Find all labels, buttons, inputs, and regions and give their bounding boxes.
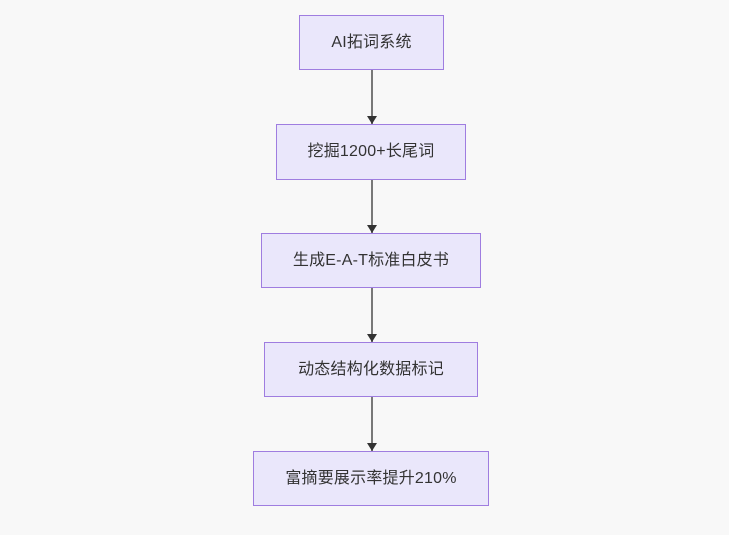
flow-node-eat-whitepaper[interactable]: 生成E-A-T标准白皮书	[261, 233, 481, 288]
flow-node-label: 动态结构化数据标记	[298, 360, 444, 378]
flow-node-longtail-mining[interactable]: 挖掘1200+长尾词	[276, 124, 466, 180]
flow-edge-line	[371, 397, 373, 451]
flow-edge-1-2	[367, 70, 377, 124]
arrowhead-icon	[367, 443, 377, 451]
flow-node-label: AI拓词系统	[331, 33, 412, 51]
flow-edge-line	[371, 180, 373, 233]
arrowhead-icon	[367, 225, 377, 233]
flow-edge-line	[371, 70, 373, 124]
flow-edge-2-3	[367, 180, 377, 233]
flow-node-ai-keyword-system[interactable]: AI拓词系统	[299, 15, 444, 70]
flow-node-label: 挖掘1200+长尾词	[307, 143, 435, 161]
flow-edge-4-5	[367, 397, 377, 451]
arrowhead-icon	[367, 334, 377, 342]
flow-edge-3-4	[367, 288, 377, 342]
flow-node-label: 富摘要展示率提升210%	[285, 469, 457, 487]
flow-node-label: 生成E-A-T标准白皮书	[292, 251, 450, 269]
flow-node-rich-snippet-result[interactable]: 富摘要展示率提升210%	[253, 451, 489, 506]
flow-edge-line	[371, 288, 373, 342]
flow-node-structured-data-markup[interactable]: 动态结构化数据标记	[264, 342, 478, 397]
arrowhead-icon	[367, 116, 377, 124]
